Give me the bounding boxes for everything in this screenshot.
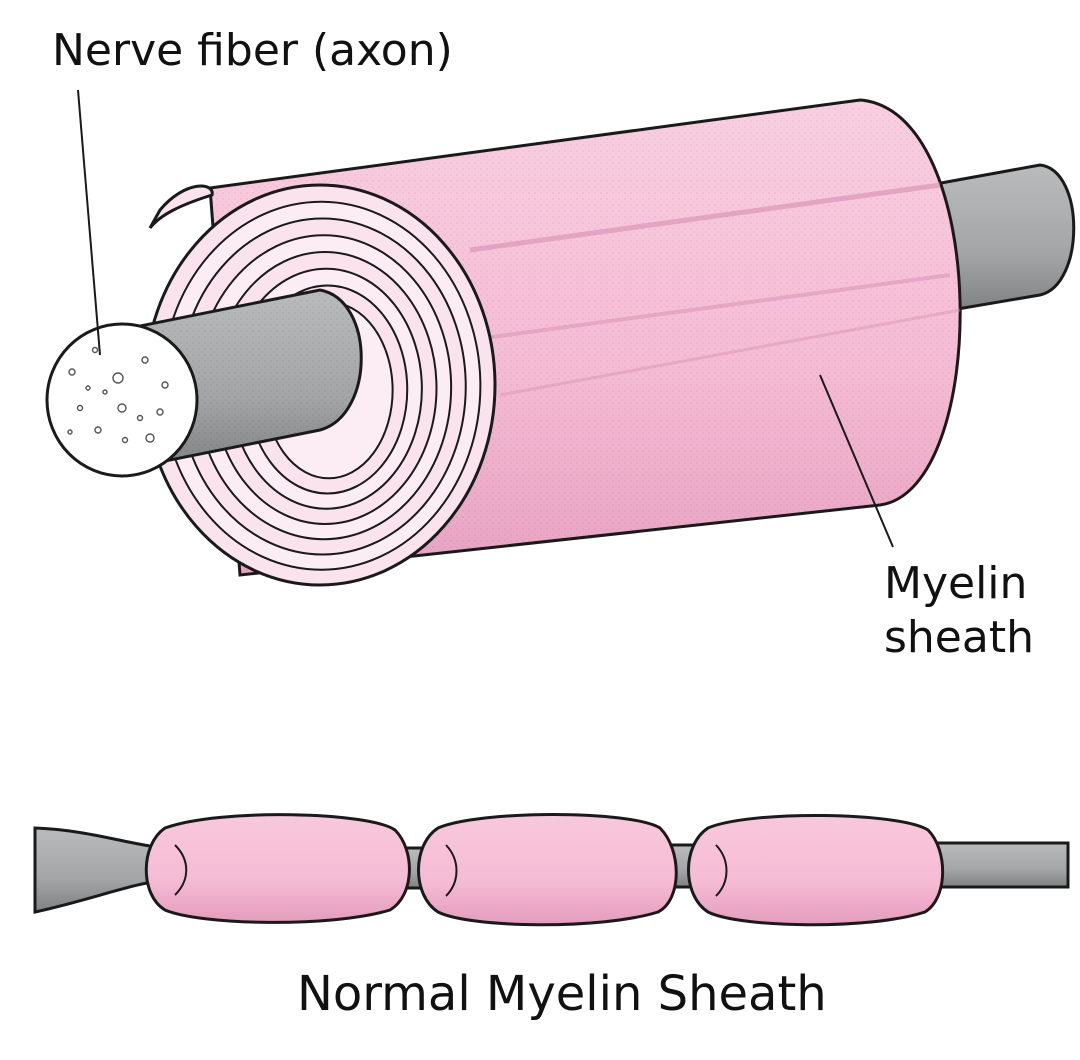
axon-right-segment	[928, 841, 1070, 889]
wrap-flap	[148, 184, 214, 229]
axon-fibril	[117, 403, 127, 413]
axon-fibril	[141, 356, 149, 364]
axon-cross-section	[45, 322, 199, 478]
diagram-caption: Normal Myelin Sheath	[297, 966, 827, 1022]
axon-leader-line	[77, 89, 101, 356]
axon-fibril	[112, 372, 124, 384]
segmented-axon-illustration	[33, 813, 1070, 927]
axon-fibril	[91, 346, 99, 354]
sheath-leader-line	[819, 374, 894, 548]
axon-fibril	[161, 381, 169, 389]
myelin-segment	[144, 813, 411, 924]
axon-fibril	[68, 368, 76, 376]
axon-fibril	[76, 404, 84, 412]
axon-fibril	[156, 408, 164, 416]
axon-fibril	[94, 426, 102, 434]
sheath-label-line2: sheath	[884, 612, 1034, 663]
myelin-segment	[417, 813, 678, 927]
axon-fibril	[67, 429, 73, 435]
sheath-label-line1: Myelin	[884, 558, 1027, 609]
axon-label: Nerve fiber (axon)	[52, 25, 453, 76]
axon-fibril	[145, 433, 155, 443]
axon-fibril	[121, 436, 129, 444]
axon-fibril	[85, 385, 91, 391]
axon-fibril	[102, 389, 108, 395]
myelinated-axon-illustration	[45, 89, 1076, 587]
myelin-segment	[687, 814, 945, 927]
axon-fibril	[136, 414, 144, 422]
axon-right-end	[928, 163, 1076, 314]
